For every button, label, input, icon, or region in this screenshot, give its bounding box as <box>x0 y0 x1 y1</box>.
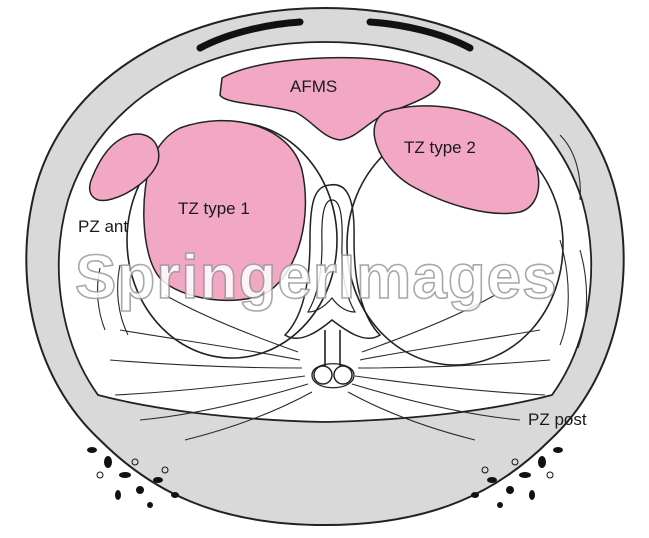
label-pz-post: PZ post <box>528 410 587 429</box>
watermark: SpringerImages <box>75 243 558 312</box>
label-tz-type-1: TZ type 1 <box>178 199 250 218</box>
duct-circle-left <box>314 366 332 384</box>
duct-circle-right <box>334 366 352 384</box>
label-afms: AFMS <box>290 77 337 96</box>
label-tz-type-2: TZ type 2 <box>404 138 476 157</box>
label-pz-ant: PZ ant <box>78 217 128 236</box>
